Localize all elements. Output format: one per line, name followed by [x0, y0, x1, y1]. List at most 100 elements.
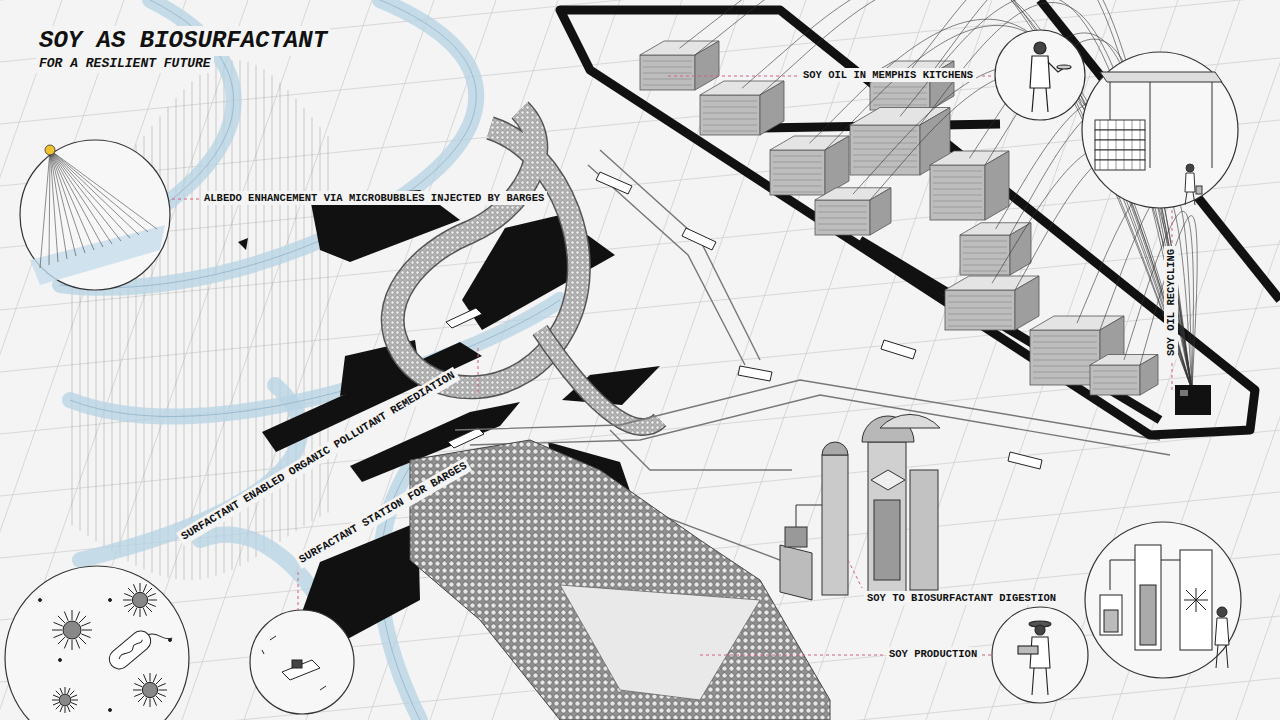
ray-line [49, 150, 50, 265]
recycling-pavilion-part-part [1095, 130, 1145, 140]
microbe-detail-part [169, 639, 172, 642]
micelle-tail [156, 678, 162, 684]
window-row [853, 131, 917, 132]
soy-field [410, 440, 830, 720]
micelle-tail [52, 630, 62, 631]
digester-plant-part [868, 442, 906, 592]
microbe-detail-part [52, 583, 167, 713]
callout-label: SOY OIL IN MEMPHIS KITCHENS [800, 68, 976, 82]
ray-line [50, 150, 85, 253]
window-row [703, 107, 757, 108]
callout-circles [5, 30, 1241, 720]
window-row [773, 186, 822, 187]
building [930, 151, 1009, 220]
building [945, 276, 1039, 330]
window-row [853, 155, 917, 156]
digester-plant-part [910, 470, 938, 590]
hatch-line [192, 81, 193, 580]
micelle-tail [58, 637, 65, 644]
window-row [703, 131, 757, 132]
micelle-tail [146, 606, 152, 612]
window-row [643, 79, 692, 80]
building-front [960, 235, 1010, 275]
window-row [643, 85, 692, 86]
city-roads-part [560, 10, 1255, 435]
micelle-tail [158, 693, 166, 696]
recycling-pavilion-part-part [1095, 160, 1145, 170]
digester-plant-part [871, 470, 905, 490]
window-row [933, 189, 982, 190]
digester-detail [1100, 545, 1229, 668]
ray-line [50, 150, 112, 244]
digester-detail-part [1104, 610, 1118, 632]
building-front [640, 55, 695, 90]
window-row [1033, 378, 1097, 379]
callout-circles-part [995, 30, 1085, 120]
micelle-tail [67, 688, 69, 694]
micelle-tail [76, 639, 80, 648]
digester-plant-part [780, 545, 812, 600]
leader-lines-part [848, 560, 862, 588]
callout-label: SOY TO BIOSURFACTANT DIGESTION [864, 591, 1059, 605]
callout-circles-part [1082, 52, 1238, 208]
digester-plant [780, 414, 940, 600]
leader-lines-part [1172, 210, 1173, 244]
micelle-tail [56, 705, 61, 710]
window-row [773, 156, 822, 157]
micelle-tail [58, 616, 65, 623]
leader-lines-part [982, 655, 992, 656]
roads-part [588, 165, 745, 365]
window-row [703, 113, 757, 114]
leader-lines-part [298, 572, 299, 610]
grid-line [988, 0, 1240, 720]
window-row [948, 320, 1012, 321]
barges-part [446, 308, 482, 328]
micelle-tail [82, 630, 92, 631]
window-row [1093, 383, 1137, 384]
micelle-tail [71, 702, 77, 704]
farmer-part [1018, 646, 1038, 654]
window-row [948, 302, 1012, 303]
microbe-detail-part [109, 709, 112, 712]
window-row [948, 326, 1012, 327]
barge-station-detail-part [262, 636, 326, 690]
building [640, 41, 719, 90]
recycling-pavilion-part [1185, 192, 1195, 205]
ray-line [50, 150, 139, 235]
window-row [963, 259, 1007, 260]
ray-line [50, 150, 76, 256]
ray-line [50, 150, 103, 247]
window-row [933, 213, 982, 214]
micelle-core [59, 694, 71, 706]
micelle-tail [158, 683, 166, 686]
callout-circles-part [250, 610, 354, 714]
micelle-tail [133, 584, 136, 592]
recycling-pavilion-part [1095, 120, 1145, 170]
micelle-tail [56, 691, 61, 696]
trucks-part [1008, 452, 1042, 469]
building-front [930, 165, 985, 220]
digester-detail-part [1100, 595, 1122, 635]
micelle [133, 673, 167, 707]
grid-line [1236, 0, 1280, 720]
micelle-tail [128, 606, 134, 612]
collection-arc [680, 0, 1193, 390]
micelle-tail [70, 691, 75, 696]
building [960, 223, 1031, 275]
digester-detail-part [1140, 585, 1156, 645]
city-roads [560, 0, 1280, 435]
window-row [1093, 377, 1137, 378]
kitchen-person-part [1032, 88, 1048, 112]
window-row [1033, 348, 1097, 349]
building-front [1090, 365, 1140, 395]
microbe-detail-part-part [118, 638, 143, 660]
window-row [853, 161, 917, 162]
micelle-tail [70, 705, 75, 710]
callout-label: SOY OIL RECYCLING [1164, 246, 1178, 359]
window-row [773, 174, 822, 175]
window-row [933, 171, 982, 172]
ray-line [50, 150, 157, 229]
building-front [815, 200, 870, 235]
leader-lines-part [982, 76, 995, 77]
